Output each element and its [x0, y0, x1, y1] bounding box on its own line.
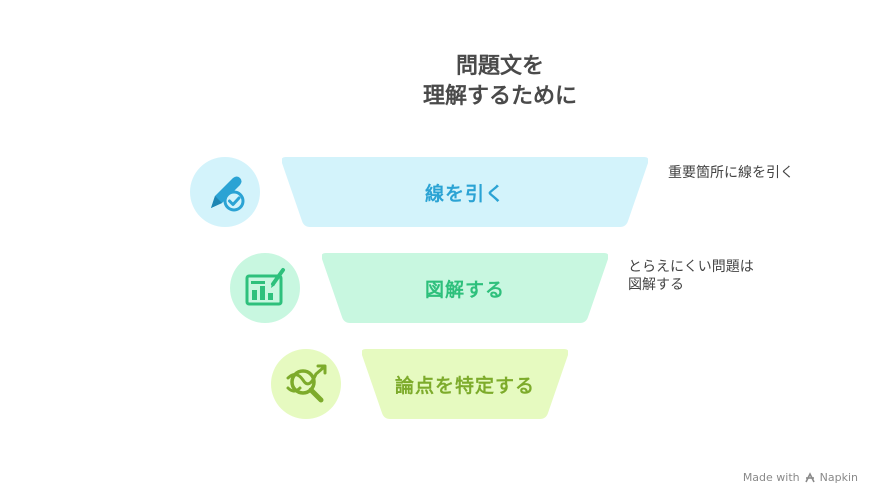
stage-2-icon-circle — [230, 253, 300, 323]
napkin-credit[interactable]: Made with Napkin — [743, 471, 858, 484]
stage-3-label: 論点を特定する — [394, 374, 535, 397]
stage-2-label: 図解する — [424, 278, 505, 301]
stage-2-note-line-2: 図解する — [628, 277, 684, 293]
title-line-2: 理解するために — [422, 84, 577, 109]
diagram-title: 問題文を 理解するために — [380, 52, 620, 112]
title-line-1: 問題文を — [455, 54, 544, 79]
stage-2-note-line-1: とらえにくい問題は — [628, 259, 754, 275]
stage-3-icon-circle — [271, 349, 341, 419]
footer-text: Made with — [742, 471, 800, 484]
stage-2-bar: 図解する — [322, 253, 608, 323]
magnifier-trend-icon — [286, 364, 327, 403]
chart-board-icon — [245, 268, 285, 306]
napkin-logo-icon — [804, 471, 815, 482]
stage-1-bar: 線を引く — [282, 157, 648, 227]
pencil-check-icon — [211, 176, 245, 212]
stage-1-note: 重要箇所に線を引く — [668, 164, 794, 182]
stage-1-label: 線を引く — [424, 182, 505, 205]
stage-2-note: とらえにくい問題は 図解する — [628, 258, 754, 294]
stage-3-bar: 論点を特定する — [362, 349, 568, 419]
stage-1-icon-circle — [190, 157, 260, 227]
footer-brand: Napkin — [819, 471, 858, 484]
stage-1-note-text: 重要箇所に線を引く — [668, 165, 794, 181]
